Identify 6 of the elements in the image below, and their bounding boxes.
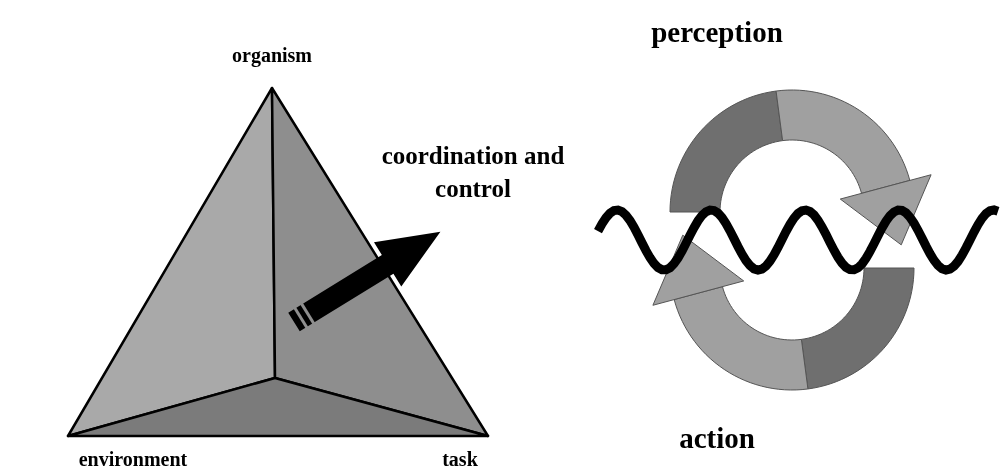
label: task bbox=[442, 447, 478, 467]
label: perception bbox=[651, 15, 783, 50]
label: coordination and control bbox=[380, 141, 566, 204]
label: organism bbox=[232, 43, 312, 68]
label: action bbox=[679, 421, 755, 456]
label: environment bbox=[78, 447, 188, 467]
